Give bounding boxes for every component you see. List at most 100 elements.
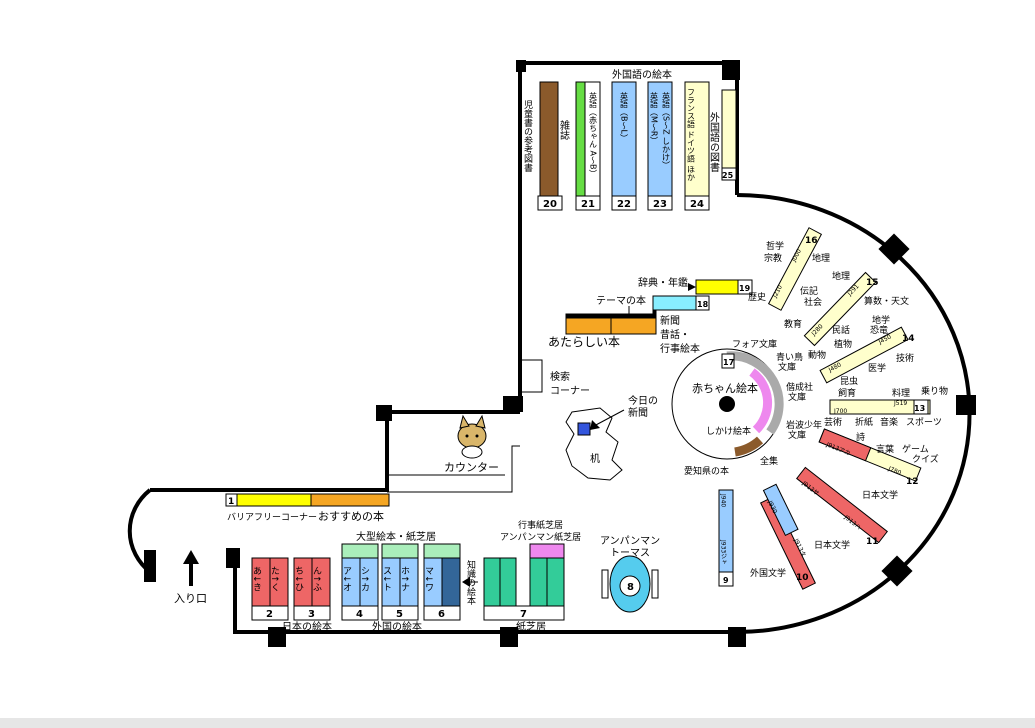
shelf-6: マ↓ワ 6 知識の絵本 [423,543,478,621]
foreign-picture-books-bottom-label: 外国の絵本 [372,620,422,633]
education-label: 教育 [784,318,802,330]
magazine-label: 雑誌 [558,119,570,141]
shelf-number-9: 9 [723,576,729,585]
shelf-4: ア↓オ シ↑カ 4 [341,543,379,621]
shelf-7: 行事紙芝居 アンパンマン紙芝居 7 紙芝居 [483,519,581,633]
shelf-20: 雑誌 20 [537,81,570,211]
religion-label: 宗教 [764,252,782,264]
shelf-number-7: 7 [520,609,527,620]
shelf-number-17: 17 [723,358,734,367]
shelf-16: 16 J000 J210 哲学 宗教 地理 伝記 歴史 社会 教育 [748,227,830,330]
j700-code: J700 [833,408,847,415]
language-label: 言葉 [876,443,894,455]
new-books-shelf: あたらしい本 新聞 昔話・ 行事絵本 [548,309,700,355]
j780-code: J780 [886,465,902,477]
su-to-label: ス↓ト [381,566,391,592]
shelf-number-2: 2 [266,609,273,620]
shelf-25: 外国語の図書 25 [708,89,737,181]
children-reference-label: 児童書の参考図書 [522,100,533,173]
french-german-label: フランス語 ドイツ語 ほか [687,88,696,181]
folklore-label: 民話 [832,324,850,336]
japanese-literature2-label: 日本文学 [814,539,850,551]
english-mr-label: 英語（M～R） [650,91,659,144]
shelf-number-13: 13 [914,404,925,413]
a-o-label: ア↓オ [341,566,352,592]
iwanami-label-1: 岩波少年 [786,419,822,431]
shelf-number-14: 14 [902,334,915,344]
shelf-number-8: 8 [627,582,634,593]
baby-books-circle: 17 赤ちゃん絵本 しかけ絵本 フォア文庫 青い鳥 文庫 偕成社 文庫 岩波少年… [671,338,822,477]
old-tales-label: 昔話・ [660,328,690,341]
sports-label: スポーツ [906,417,942,428]
geography2-label: 地理 [832,270,850,282]
vehicles-label: 乗り物 [921,385,948,397]
knowledge-picture-books-label: 知識の絵本 [465,559,476,606]
philosophy-label: 哲学 [766,240,784,252]
animals-label: 動物 [808,349,826,361]
theme-books-label: テーマの本 [596,294,646,307]
shelf-number-19: 19 [739,284,751,293]
search-corner-label-2: コーナー [550,385,590,397]
kaiseisha-label-1: 偕成社 [786,381,813,393]
j519-code: J519 [893,400,907,407]
shelf-22: 英語（B～L） 22 [611,81,637,211]
todays-newspaper-label-1: 今日の [628,394,658,407]
event-kamishibai-label: 行事紙芝居 [518,519,563,531]
search-corner: 検索 コーナー [550,370,590,397]
english-bl-label: 英語（B～L） [620,91,629,142]
shelf-number-4: 4 [356,609,363,620]
shelf-21: 英語（赤ちゃん A～B） 21 [575,81,601,211]
plants-label: 植物 [834,338,852,350]
shelf-number-3: 3 [308,609,315,620]
shelf-number-5: 5 [396,609,403,620]
origami-label: 折紙 [855,416,873,428]
english-sz-label: 英語（S～Z しかけ） [662,91,671,169]
shelf-number-16: 16 [805,236,818,246]
zenshu-label: 全集 [760,455,778,467]
shelf-number-23: 23 [653,199,667,210]
geology-label: 地学 [872,314,890,326]
shelf-13: 13 J519 J700 料理 乗り物 芸術 折紙 音楽 スポーツ [824,385,948,428]
shelf-8: アンパンマン トーマス 8 [600,535,660,613]
reading-desk: 今日の 新聞 机 [565,394,658,481]
shi-ka-label: シ↑カ [359,566,369,592]
cooking-label: 料理 [892,387,910,399]
biography-label: 伝記 [800,285,818,297]
shelf-15: 15 J291 J280 地理 算数・天文 民話 植物 [803,270,909,350]
shelf-3: ち↓ひ ん↑ふ 3 [293,557,331,621]
n-fu-label: ん↑ふ [311,566,322,592]
outer-walls [127,61,972,634]
shelf-23: 英語（M～R） 英語（S～Z しかけ） 23 [647,81,673,211]
shelf-number-24: 24 [690,199,704,210]
shikake-picture-books-label: しかけ絵本 [706,425,751,437]
shelf-number-25: 25 [722,171,734,180]
insects-label: 昆虫 [840,375,858,387]
history-label: 歴史 [748,291,766,303]
shelf-number-22: 22 [617,199,631,210]
aoi-tori-label-1: 青い鳥 [776,351,803,363]
breeding-label: 飼育 [838,387,856,399]
kamishibai-label: 紙芝居 [516,620,546,633]
shelf-24: フランス語 ドイツ語 ほか 24 [684,81,710,211]
shelf-number-18: 18 [697,300,709,309]
technology-label: 技術 [896,352,914,364]
japanese-literature-label: 日本文学 [862,489,898,501]
shelf-2: あ↓き た↑く 2 [251,557,289,621]
a-ki-label: あ↓き [251,566,261,592]
foreign-literature-label: 外国文学 [750,567,786,579]
ho-na-label: ホ↑ナ [399,566,410,592]
foreign-books-label: 外国語の図書 [708,112,720,172]
shelf-number-15: 15 [866,278,879,288]
barrier-free-label: バリアフリーコーナー [227,512,317,523]
counter-area: カウンター [444,414,499,474]
shelf-1: 1 バリアフリーコーナー おすすめの本 [225,493,390,523]
math-astronomy-label: 算数・天文 [864,295,909,307]
shelf-number-12: 12 [906,477,919,487]
shelf-number-20: 20 [543,199,557,210]
interior-lines [387,359,543,493]
music-label: 音楽 [880,416,898,428]
japanese-picture-books-label: 日本の絵本 [282,620,332,633]
chi-hi-label: ち↓ひ [293,566,303,592]
large-picture-books-label: 大型絵本・紙芝居 [356,530,436,543]
